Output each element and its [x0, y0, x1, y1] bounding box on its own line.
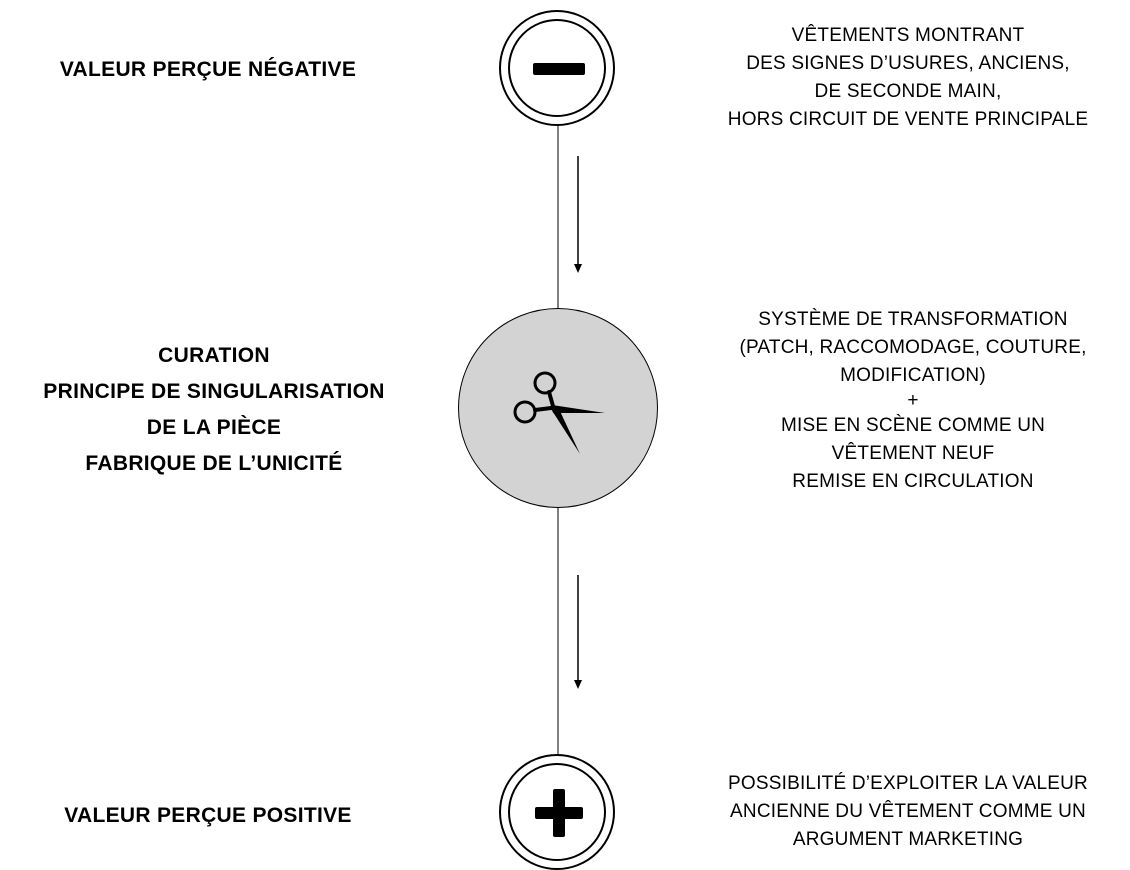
negative-description-line: DES SIGNES D’USURES, ANCIENS, [746, 53, 1070, 74]
transformation-description-line: REMISE EN CIRCULATION [792, 471, 1034, 492]
positive-description-line: ARGUMENT MARKETING [792, 829, 1024, 850]
positive-value-label: VALEUR PERÇUE POSITIVE [28, 798, 388, 834]
negative-description-line: VÊTEMENTS MONTRANT [791, 25, 1025, 46]
plus-icon [553, 789, 565, 837]
transformation-description-line: VÊTEMENT NEUF [831, 443, 995, 464]
arrow-down-icon-1 [574, 156, 582, 273]
curation-label: CURATION PRINCIPE DE SINGULARISATION DE … [4, 338, 424, 482]
negative-node-inner [508, 19, 606, 117]
transformation-description-line: + [907, 390, 919, 411]
minus-icon [533, 63, 585, 75]
negative-value-label-text: VALEUR PERÇUE NÉGATIVE [59, 58, 357, 81]
positive-node-inner [508, 763, 606, 861]
negative-description-line: DE SECONDE MAIN, [814, 81, 1002, 102]
transformation-node [458, 308, 658, 508]
positive-description-line: ANCIENNE DU VÊTEMENT COMME UN [730, 801, 1086, 822]
transformation-description-line: MODIFICATION) [840, 365, 986, 386]
negative-description-line: HORS CIRCUIT DE VENTE PRINCIPALE [727, 109, 1089, 130]
positive-value-label-text: VALEUR PERÇUE POSITIVE [64, 804, 352, 827]
curation-label-line: CURATION [158, 344, 270, 367]
arrow-down-icon-2 [574, 575, 582, 689]
negative-node [499, 10, 615, 126]
positive-node [499, 754, 615, 870]
transformation-description-line: MISE EN SCÈNE COMME UN [780, 415, 1046, 436]
curation-label-line: DE LA PIÈCE [146, 416, 282, 439]
negative-value-label: VALEUR PERÇUE NÉGATIVE [28, 52, 388, 88]
scissors-icon [513, 371, 605, 454]
curation-label-line: FABRIQUE DE L’UNICITÉ [85, 452, 343, 475]
curation-label-line: PRINCIPE DE SINGULARISATION [43, 380, 385, 403]
transformation-description-line: SYSTÈME DE TRANSFORMATION [758, 309, 1068, 330]
positive-description: POSSIBILITÉ D’EXPLOITER LA VALEUR ANCIEN… [690, 770, 1126, 854]
negative-description: VÊTEMENTS MONTRANT DES SIGNES D’USURES, … [690, 22, 1126, 134]
transformation-description-line: (PATCH, RACCOMODAGE, COUTURE, [739, 337, 1087, 358]
positive-description-line: POSSIBILITÉ D’EXPLOITER LA VALEUR [728, 773, 1088, 794]
transformation-description: SYSTÈME DE TRANSFORMATION (PATCH, RACCOM… [700, 306, 1126, 496]
